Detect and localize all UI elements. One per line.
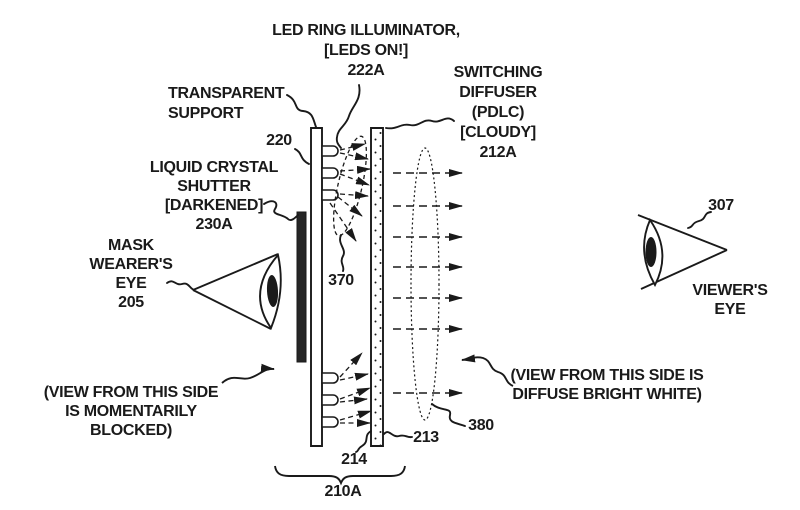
ref-number: 307: [708, 197, 734, 214]
led-tab: [322, 168, 338, 178]
label-liquid-crystal-shutter: LIQUID CRYSTAL SHUTTER [DARKENED] 230A: [149, 158, 279, 234]
leader-214: [356, 431, 371, 452]
led-tab: [322, 373, 338, 383]
label-line: LED RING ILLUMINATOR,: [272, 22, 460, 39]
leader-222A: [337, 85, 360, 148]
label-led-ring-illuminator: LED RING ILLUMINATOR, [LEDS ON!] 222A: [272, 21, 460, 81]
ref-222A: 222A: [347, 62, 385, 79]
leader-lines: [167, 85, 711, 452]
switching-diffuser-panel: [371, 128, 383, 446]
label-transparent-support: TRANSPARENT SUPPORT: [168, 84, 285, 124]
leader-213: [384, 432, 412, 437]
led-tab: [322, 395, 338, 405]
label-line: IS MOMENTARILY: [65, 403, 197, 420]
label-line: (VIEW FROM THIS SIDE: [43, 384, 219, 401]
label-line: (PDLC): [471, 104, 525, 121]
label-line: DIFFUSER: [459, 84, 537, 101]
led-tab: [322, 146, 338, 156]
ref-307: 307: [708, 196, 734, 215]
label-line: [LEDS ON!]: [323, 42, 409, 59]
mask-wearer-eye-drawing: [193, 254, 281, 329]
led-light-arrows-lower: [340, 352, 372, 427]
ref-number: 213: [413, 429, 439, 446]
label-line: EYE: [714, 301, 746, 318]
label-line: SUPPORT: [168, 105, 244, 122]
label-bright-view-note: (VIEW FROM THIS SIDE IS DIFFUSE BRIGHT W…: [510, 366, 703, 404]
leader-lc-shutter: [264, 201, 298, 220]
pupil: [645, 237, 657, 267]
label-switching-diffuser: SWITCHING DIFFUSER (PDLC) [CLOUDY] 212A: [454, 63, 543, 163]
ref-number: 210A: [324, 483, 362, 500]
led-ring-tabs: [322, 146, 338, 427]
ring-illuminator-ellipse: [327, 134, 373, 239]
label-line: [DARKENED]: [164, 197, 264, 214]
label-line: MASK: [108, 237, 154, 254]
ref-220: 220: [266, 131, 292, 150]
leader-220: [295, 149, 309, 164]
label-line: VIEWER'S: [692, 282, 768, 299]
leader-370: [340, 235, 344, 271]
led-tab: [322, 417, 338, 427]
ref-205: 205: [118, 294, 144, 311]
leader-switching-diffuser: [386, 118, 454, 128]
transparent-support-bar: [311, 128, 322, 446]
blocked-note-arrow: [222, 363, 275, 383]
label-line: [CLOUDY]: [460, 124, 536, 141]
label-mask-wearers-eye: MASK WEARER'S EYE 205: [89, 236, 172, 312]
ref-213: 213: [413, 428, 439, 447]
ref-number: 220: [266, 132, 292, 149]
label-line: EYE: [115, 275, 147, 292]
label-blocked-view-note: (VIEW FROM THIS SIDE IS MOMENTARILY BLOC…: [43, 383, 219, 440]
ref-number: 214: [341, 451, 367, 468]
ref-210A: 210A: [324, 482, 361, 501]
ref-number: 370: [328, 272, 354, 289]
label-line: WEARER'S: [89, 256, 173, 273]
pupil: [266, 275, 279, 307]
leader-380: [432, 404, 465, 426]
assembly-brace: [275, 466, 405, 483]
ref-370: 370: [328, 271, 354, 290]
diffuse-disk-ellipse: [411, 148, 439, 420]
label-viewers-eye: VIEWER'S EYE: [692, 281, 768, 319]
label-line: SHUTTER: [177, 178, 251, 195]
led-light-arrows-upper: [330, 143, 371, 242]
ref-230A: 230A: [195, 216, 233, 233]
leader-transparent-support: [287, 95, 316, 127]
label-line: LIQUID CRYSTAL: [149, 159, 279, 176]
viewer-eye-drawing: [638, 215, 727, 289]
label-line: DIFFUSE BRIGHT WHITE): [512, 386, 702, 403]
ref-214: 214: [341, 450, 367, 469]
label-line: BLOCKED): [89, 422, 173, 439]
led-tab: [322, 190, 338, 200]
label-line: SWITCHING: [453, 64, 543, 81]
bright-note-arrow: [461, 354, 513, 386]
lc-shutter-bar: [297, 212, 306, 362]
label-line: TRANSPARENT: [168, 85, 285, 102]
ref-212A: 212A: [479, 144, 517, 161]
label-line: (VIEW FROM THIS SIDE IS: [510, 367, 704, 384]
leader-307: [688, 212, 711, 228]
ref-380: 380: [468, 416, 494, 435]
ref-number: 380: [468, 417, 494, 434]
leader-mask-eye: [167, 281, 194, 290]
diffuse-output-arrows: [393, 169, 463, 397]
